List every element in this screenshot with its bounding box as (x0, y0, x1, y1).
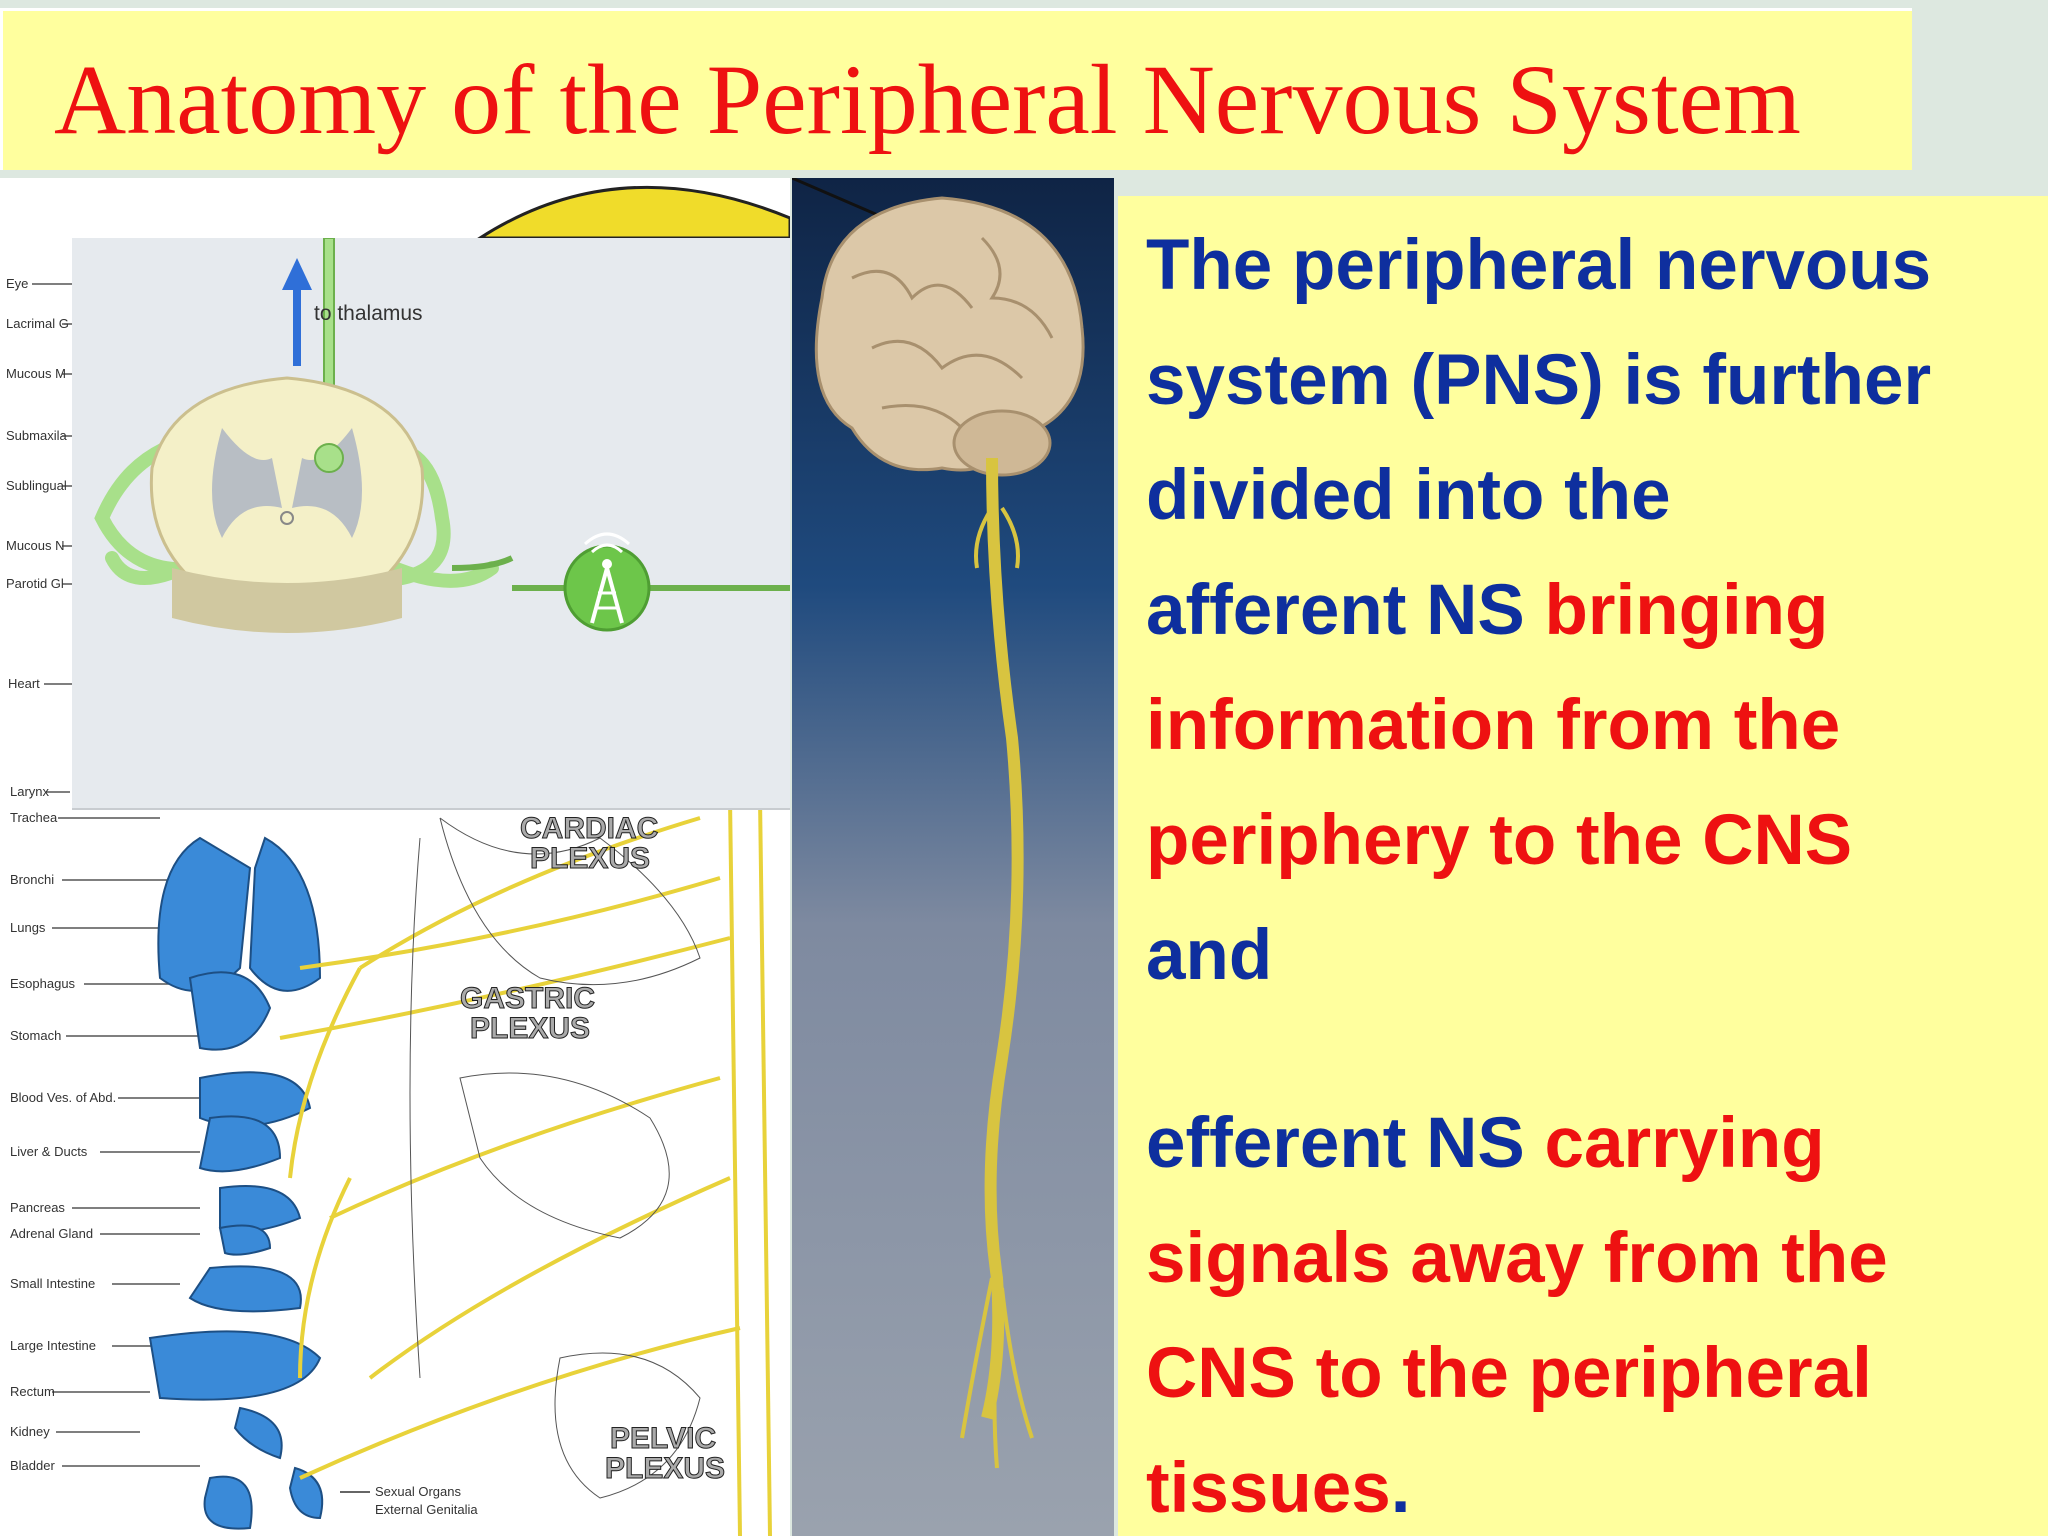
organ-label: Trachea (10, 810, 58, 825)
spinal-cord-drawing: to thalamus (94, 237, 790, 633)
gastric-plexus-label-2: PLEXUS (470, 1012, 590, 1045)
organ-label: Large Intestine (10, 1338, 96, 1353)
afferent-paragraph: The peripheral nervous system (PNS) is f… (1146, 208, 2026, 1013)
arrow-up-icon (282, 258, 312, 366)
organ-labels: Eye Lacrimal G Mucous M Submaxila Sublin… (6, 276, 478, 1517)
brain-spinal-cord-image (792, 178, 1114, 1536)
external-genitalia-label: External Genitalia (375, 1502, 478, 1517)
organ-label: Mucous M (6, 366, 66, 381)
brain-gyri (851, 236, 1054, 430)
text-fragment: bringing (1524, 571, 1829, 650)
to-thalamus-label: to thalamus (314, 302, 423, 325)
gastric-plexus-label-1: GASTRIC (460, 982, 595, 1015)
organ-label: Lacrimal G (6, 316, 69, 331)
organ-label: Sublingual (6, 478, 67, 493)
organ-label: Pancreas (10, 1200, 65, 1215)
organ-label: Kidney (10, 1424, 50, 1439)
organ-label: Larynx (10, 784, 50, 799)
brain-shape (814, 196, 1085, 472)
neuron-body (314, 443, 344, 473)
organ-label: Liver & Ducts (10, 1144, 88, 1159)
organ-label: Parotid Gl (6, 576, 64, 591)
organ-label: Bladder (10, 1458, 55, 1473)
spinal-cord-base (172, 568, 402, 633)
cardiac-plexus-label-1: CARDIAC (520, 812, 658, 845)
afferent-line (451, 555, 514, 571)
plexus-network (409, 817, 701, 1499)
text-line: periphery to the CNS (1146, 801, 1853, 880)
text-line: efferent NS carrying (1146, 1086, 2026, 1201)
sexual-organs-label: Sexual Organs (375, 1484, 461, 1499)
slide-title: Anatomy of the Peripheral Nervous System (54, 44, 1801, 155)
pelvic-plexus-label-1: PELVIC (610, 1422, 716, 1455)
grey-matter-left (212, 428, 282, 538)
nerve-fibers (279, 797, 772, 1536)
pelvic-plexus-label-2: PLEXUS (605, 1452, 725, 1485)
spinal-cord-shape (981, 457, 1024, 1420)
text-line: system (PNS) is further (1146, 341, 1932, 420)
text-line: tissues. (1146, 1431, 2026, 1536)
text-line: and (1146, 916, 1273, 995)
text-panel: The peripheral nervous system (PNS) is f… (1118, 196, 2048, 1536)
organ-label: Esophagus (10, 976, 76, 991)
text-line: CNS to the peripheral (1146, 1334, 1872, 1413)
label-leaders (32, 283, 220, 1467)
efferent-term: efferent NS (1146, 1104, 1525, 1183)
organ-shapes (148, 836, 324, 1530)
text-fragment: . (1390, 1449, 1411, 1528)
title-bar: Anatomy of the Peripheral Nervous System (0, 8, 1912, 170)
text-line: afferent NS bringing (1146, 553, 2026, 668)
efferent-paragraph: efferent NS carrying signals away from t… (1146, 1086, 2026, 1536)
nerve-chart-drawing: CARDIAC PLEXUS GASTRIC PLEXUS PELVIC PLE… (6, 185, 790, 1536)
spinal-cord-inset: to thalamus (72, 237, 790, 810)
cardiac-plexus-label-2: PLEXUS (530, 842, 650, 875)
radio-tower-icon (563, 532, 651, 632)
organ-label: Eye (6, 276, 28, 291)
text-line: divided into the (1146, 456, 1671, 535)
central-canal (280, 511, 294, 525)
nervous-system-diagram: CARDIAC PLEXUS GASTRIC PLEXUS PELVIC PLE… (0, 178, 790, 1536)
organ-label: Mucous N (6, 538, 65, 553)
cerebellum-shape (952, 409, 1052, 477)
grey-matter-right (292, 428, 362, 538)
text-line: signals away from the (1146, 1219, 1888, 1298)
text-fragment: carrying (1524, 1104, 1825, 1183)
spinal-nerves (960, 506, 1034, 1469)
organ-label: Blood Ves. of Abd. (10, 1090, 116, 1105)
text-line: information from the (1146, 686, 1841, 765)
afferent-term: afferent NS (1146, 571, 1525, 650)
pointer-line (792, 178, 881, 218)
organ-label: Heart (8, 676, 40, 691)
brain-top-shape (474, 185, 790, 240)
organ-label: Rectum (10, 1384, 55, 1399)
organ-label: Stomach (10, 1028, 61, 1043)
organ-label: Adrenal Gland (10, 1226, 93, 1241)
text-line: The peripheral nervous (1146, 226, 1932, 305)
organ-label: Small Intestine (10, 1276, 95, 1291)
organ-label: Lungs (10, 920, 46, 935)
organ-label: Submaxila (6, 428, 67, 443)
organ-label: Bronchi (10, 872, 54, 887)
brain-drawing (792, 178, 1085, 1469)
text-fragment: tissues (1146, 1449, 1391, 1528)
